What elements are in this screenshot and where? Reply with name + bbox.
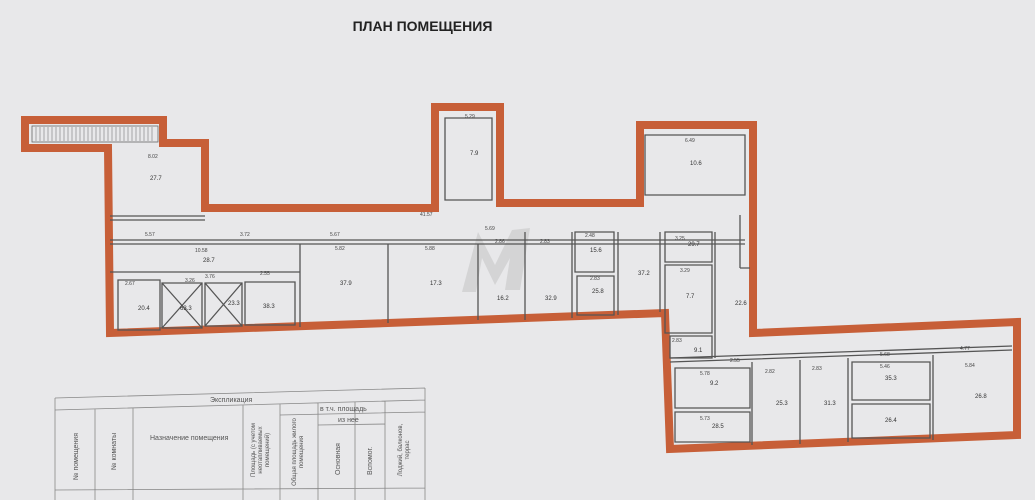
col-room-number: № помещения: [73, 433, 80, 480]
dimension-label: 5.82: [335, 246, 345, 252]
dimension-label: 5.68: [880, 352, 890, 358]
dimension-label: 5.88: [425, 246, 435, 252]
room-area-label: 26.4: [885, 418, 897, 424]
room-area-label: 25.8: [592, 289, 604, 295]
dimension-label: 2.55: [260, 271, 270, 277]
col-main: Основная: [335, 443, 342, 475]
room-area-label: 31.3: [824, 401, 836, 407]
dimension-label: 2.82: [765, 369, 775, 375]
room-area-label: 27.7: [150, 176, 162, 182]
room-area-label: 15.6: [590, 248, 602, 254]
room-area-label: 9.2: [710, 381, 719, 387]
dimension-label: 2.83: [590, 276, 600, 282]
explication-title: Экспликация: [210, 397, 252, 404]
dimension-label: 2.83: [812, 366, 822, 372]
room-area-label: 28.5: [712, 424, 724, 430]
dimension-label: 6.49: [685, 138, 695, 144]
dimension-label: 5.78: [700, 371, 710, 377]
col-area-total: Площадь (с учетом неотапливаемых помещен…: [250, 423, 271, 477]
room-area-label: 20.4: [138, 306, 150, 312]
dimension-label: 2.67: [125, 281, 135, 287]
room-area-label: 7.7: [686, 294, 695, 300]
room-area-label: 22.6: [735, 301, 747, 307]
col-incl: в т.ч. площадь: [320, 406, 367, 413]
dimension-label: 5.67: [330, 232, 340, 238]
dimension-label: 5.29: [465, 114, 475, 120]
dimension-label: 4.77: [960, 346, 970, 352]
col-balcony: Лоджий, балконов, террас: [398, 423, 411, 477]
dimension-label: 5.69: [485, 226, 495, 232]
room-area-label: 29.7: [688, 242, 700, 248]
room-area-label: 28.7: [203, 258, 215, 264]
explication-table: Экспликация № помещения № комнаты Назнач…: [54, 387, 426, 500]
dimension-label: 2.86: [495, 239, 505, 245]
dimension-label: 5.57: [145, 232, 155, 238]
plan-title: ПЛАН ПОМЕЩЕНИЯ: [352, 18, 493, 34]
dimension-label: 3.76: [205, 274, 215, 280]
room-area-label: 63.3: [180, 306, 192, 312]
room-area-label: 37.9: [340, 281, 352, 287]
room-area-label: 23.3: [228, 301, 240, 307]
outer-walls: [21, 103, 1021, 454]
dimension-label: 2.48: [585, 233, 595, 239]
dimension-label: 5.84: [965, 363, 975, 369]
dimension-label: 2.83: [540, 239, 550, 245]
col-living: Общая площадь жилого помещения: [292, 418, 305, 486]
col-aux: Вспомог.: [367, 447, 374, 475]
room-area-label: 25.3: [776, 401, 788, 407]
room-area-label: 26.8: [975, 394, 987, 400]
room-area-label: 35.3: [885, 376, 897, 382]
dimension-label: 3.72: [240, 232, 250, 238]
dimension-label: 2.55: [730, 358, 740, 364]
room-area-label: 32.9: [545, 296, 557, 302]
dimension-label: 3.29: [680, 268, 690, 274]
col-purpose: Назначение помещения: [150, 435, 229, 442]
room-area-label: 7.9: [470, 151, 479, 157]
dimension-label: 8.02: [148, 154, 158, 160]
dimension-label: 2.83: [672, 338, 682, 344]
col-of-which: из нее: [338, 417, 359, 424]
dimension-label: 5.46: [880, 364, 890, 370]
room-area-label: 16.2: [497, 296, 509, 302]
dimension-label: 3.26: [185, 278, 195, 284]
room-area-label: 37.2: [638, 271, 650, 277]
col-chamber-number: № комнаты: [111, 433, 118, 470]
room-area-label: 17.3: [430, 281, 442, 287]
dimension-label: 5.73: [700, 416, 710, 422]
interior-walls: [110, 117, 1013, 445]
room-area-label: 9.1: [694, 348, 703, 354]
room-area-label: 10.6: [690, 161, 702, 167]
dimension-label: 41.57: [420, 212, 433, 218]
dimension-label: 10.58: [195, 248, 208, 254]
watermark-logo: [462, 228, 530, 292]
dimension-label: 3.25: [675, 236, 685, 242]
staircase: [31, 125, 159, 143]
room-area-label: 38.3: [263, 304, 275, 310]
